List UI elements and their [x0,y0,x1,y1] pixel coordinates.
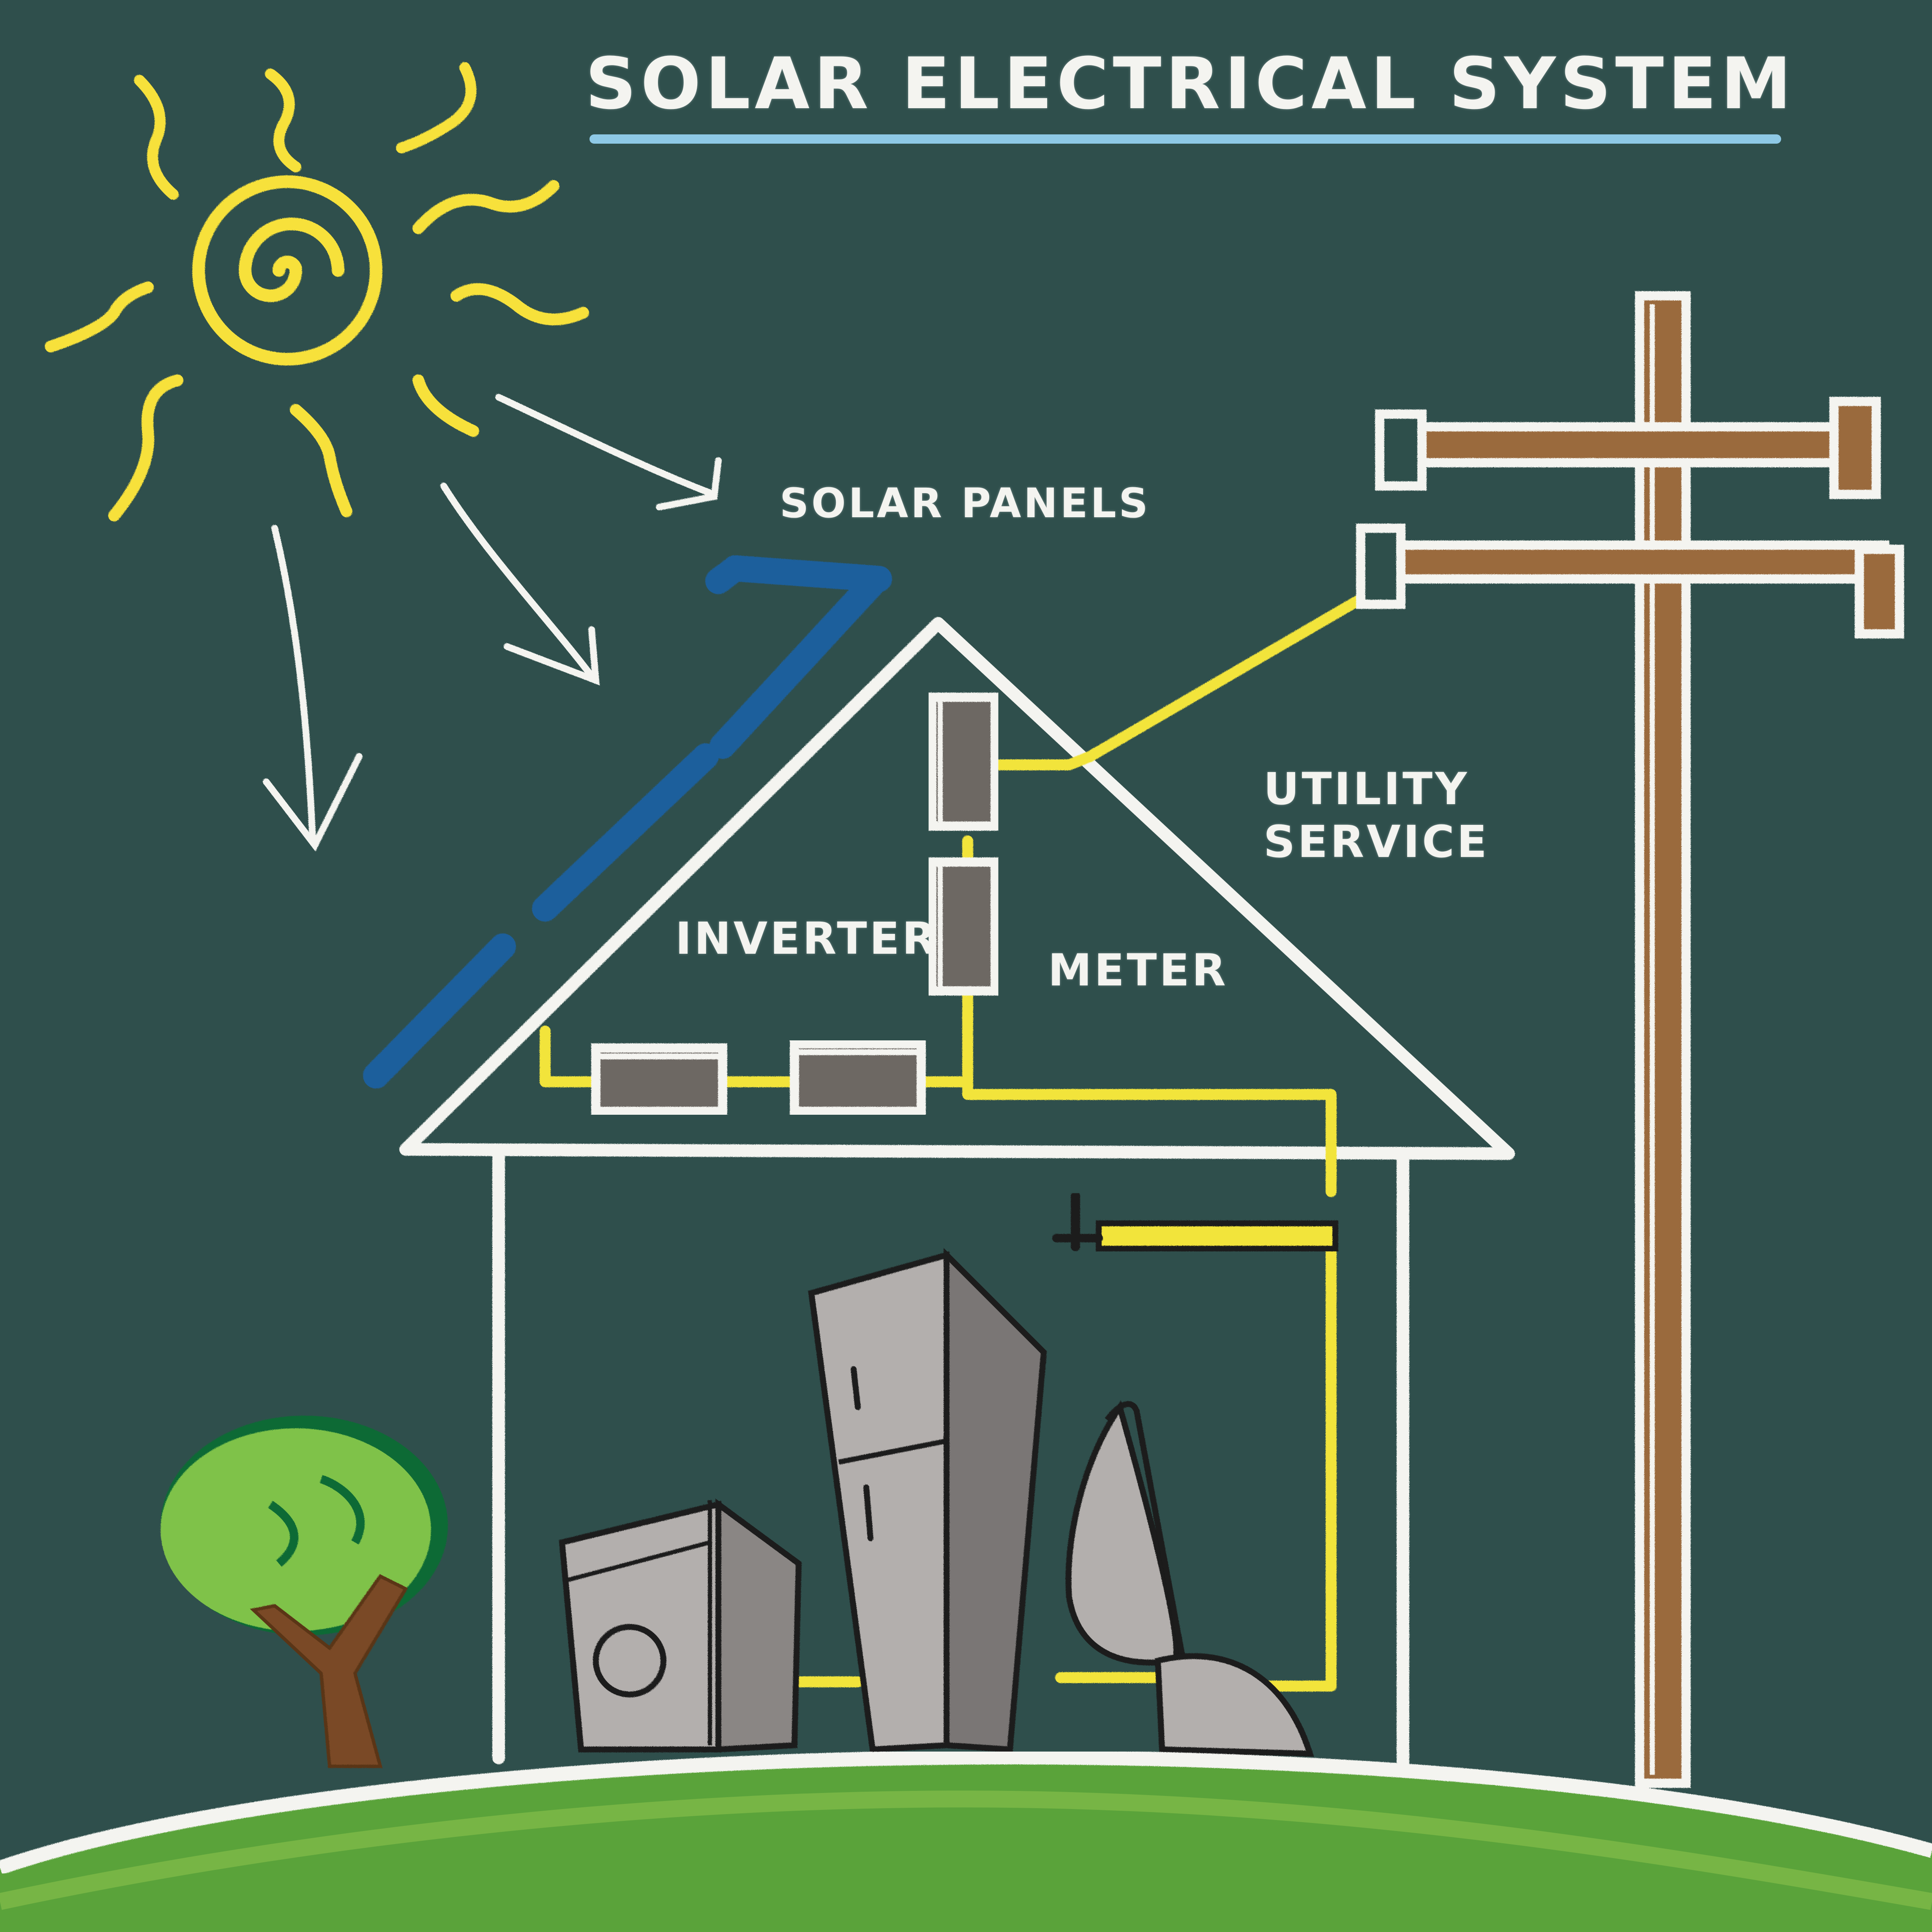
ground [0,1750,1932,1932]
sunlight-arrows [263,394,722,852]
arrowhead-roof [504,626,600,685]
arrowhead-down [263,753,363,852]
page-title: SOLAR ELECTRICAL SYSTEM [585,42,1796,125]
utility-service-line-2: SERVICE [1263,816,1490,868]
meter-icon [927,693,1000,996]
washing-machine-icon [559,1498,802,1753]
house-outline [399,617,1515,1768]
arrowhead-right [656,457,722,510]
refrigerator-icon [808,1248,1047,1753]
utility-service-line-1: UTILITY [1263,763,1470,815]
inverter-label: INVERTER [675,913,939,964]
solar-panels-label: SOLAR PANELS [780,480,1151,527]
sun-icon [45,62,589,521]
utility-pole-icon [1356,291,1904,1788]
breaker-bar [1052,1191,1338,1252]
solar-panels-icon [363,555,892,1089]
inverter-icon [591,1039,926,1116]
wiring [540,586,1379,1692]
vacuum-cleaner-icon [1065,1400,1314,1757]
arrow-to-solar-panels [495,394,718,498]
tree-icon [161,1416,448,1768]
arrow-to-roof [440,483,595,679]
utility-service-label: UTILITY SERVICE [1263,763,1490,868]
meter-label: METER [1048,944,1228,996]
title-underline [589,134,1781,144]
arrow-down [271,525,316,844]
